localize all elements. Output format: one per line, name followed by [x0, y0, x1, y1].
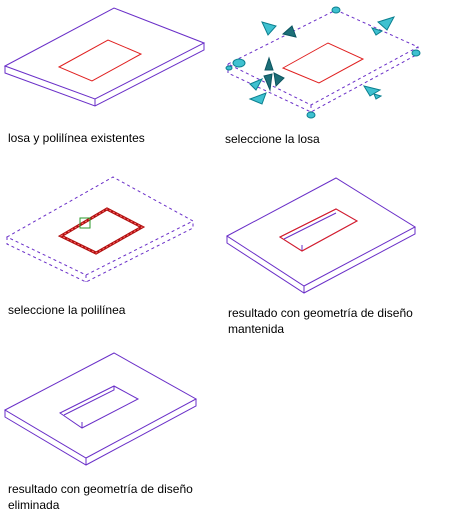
- caption-geometry-removed-line2: eliminada: [8, 498, 60, 512]
- slab-grips-dark[interactable]: [263, 25, 297, 92]
- slab-grips[interactable]: [225, 6, 421, 119]
- grip-edge-top-left-icon[interactable]: [261, 21, 277, 36]
- grip-vertex-bottom-icon[interactable]: [306, 111, 316, 119]
- grip-edge-bottom-left-icon[interactable]: [248, 92, 267, 105]
- opening-polyline-selected[interactable]: [57, 207, 146, 255]
- grip-elevation-top-icon[interactable]: [281, 25, 297, 38]
- grip-edge-top-right-icon[interactable]: [377, 16, 396, 31]
- grip-elevation-side-icon[interactable]: [273, 72, 285, 88]
- pick-box-icon[interactable]: [79, 217, 91, 229]
- grip-vertex-top-icon[interactable]: [331, 6, 341, 14]
- opening-in-selected-slab: [281, 42, 365, 84]
- grip-edge-bottom-icon[interactable]: [373, 93, 383, 100]
- grip-elevation-arrow-up-icon[interactable]: [264, 56, 274, 71]
- opening-polyline: [57, 39, 143, 82]
- opening-polyline-kept: [278, 208, 359, 252]
- caption-geometry-removed-line1: resultado con geometría de diseño: [8, 482, 193, 496]
- grip-edge-left-icon[interactable]: [249, 77, 264, 91]
- grip-edge-bottom-right-icon[interactable]: [362, 85, 382, 97]
- grip-vertex-left-small-icon[interactable]: [225, 65, 233, 71]
- slab-dashed: [5, 176, 195, 283]
- grip-edge-right-icon[interactable]: [370, 27, 384, 36]
- caption-select-slab: seleccione la losa: [225, 132, 320, 146]
- slab-existing: [3, 7, 206, 107]
- grip-vertex-right-icon[interactable]: [411, 49, 421, 57]
- caption-geometry-kept-line2: mantenida: [228, 322, 285, 336]
- caption-select-polyline: seleccione la polilínea: [8, 303, 126, 317]
- slab-with-opening-removed: [3, 352, 198, 466]
- caption-existing: losa y polilínea existentes: [8, 131, 145, 145]
- grip-vertex-left-icon[interactable]: [232, 58, 246, 68]
- caption-geometry-kept-line1: resultado con geometría de diseño: [228, 306, 413, 320]
- grip-elevation-arrow-down-icon[interactable]: [263, 73, 273, 92]
